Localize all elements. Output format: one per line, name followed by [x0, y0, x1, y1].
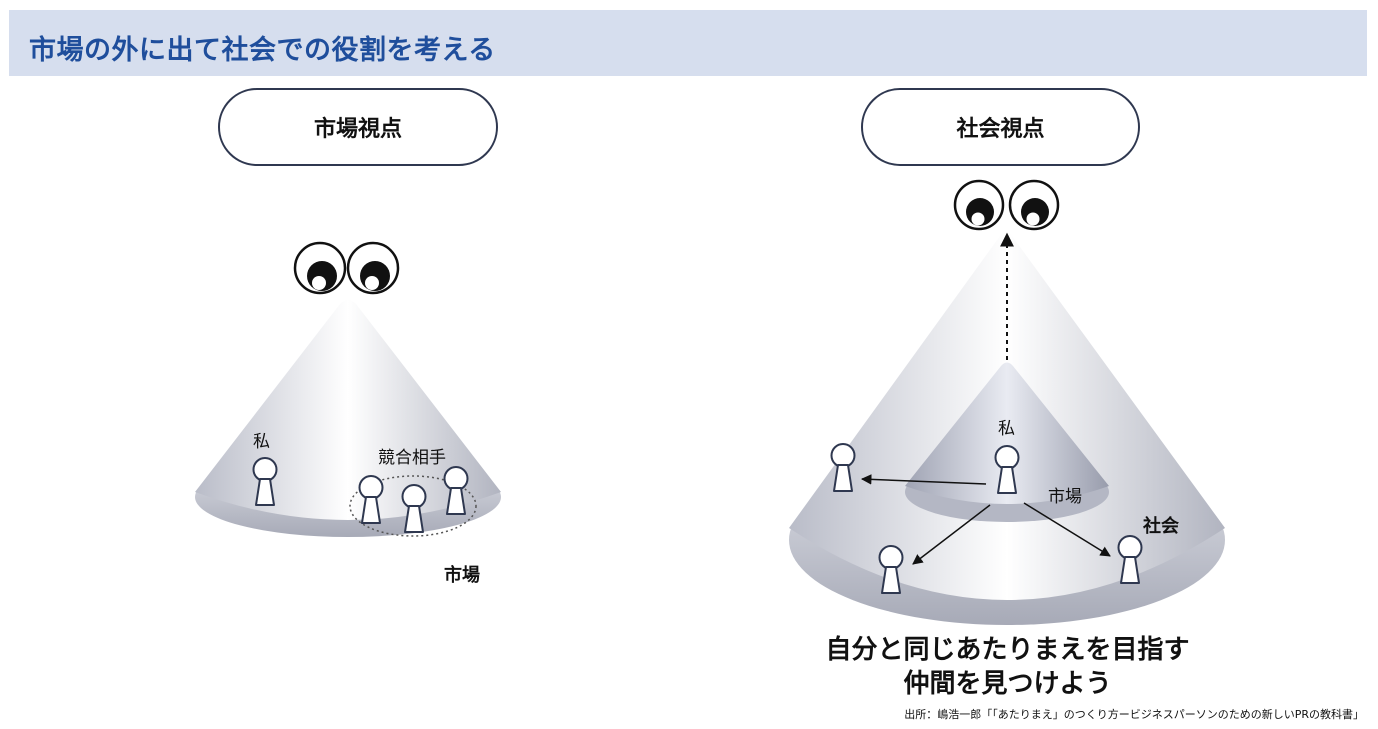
competitors-label: 競合相手 — [378, 448, 446, 468]
header-bar: 市場の外に出て社会での役割を考える — [9, 10, 1367, 76]
left-me-label: 私 — [253, 432, 270, 452]
reach-arrow — [912, 504, 991, 565]
left-eye-icon — [293, 241, 347, 295]
society-eyes — [953, 179, 1060, 231]
key-message: 自分と同じあたりまえを目指す 仲間を見つけよう — [780, 633, 1235, 701]
left-market-label: 市場 — [444, 565, 480, 586]
society-label: 社会 — [1143, 516, 1179, 537]
right-eye-icon — [346, 241, 400, 295]
right-market-label: 市場 — [1048, 487, 1082, 507]
key-message-line2: 仲間を見つけよう — [903, 669, 1112, 699]
page-title: 市場の外に出て社会での役割を考える — [29, 35, 496, 66]
right-eye-icon — [1008, 179, 1060, 231]
source-citation: 出所：嶋浩一郎「「あたりまえ」のつくり方ービジネスパーソンのための新しいPRの教… — [904, 708, 1364, 721]
society-view-label: 社会視点 — [861, 88, 1140, 166]
market-view-label: 市場視点 — [218, 88, 498, 166]
competitor-group-outline — [349, 475, 477, 537]
left-eye-icon — [953, 179, 1005, 231]
market-eyes — [293, 241, 400, 295]
right-me-label: 私 — [998, 419, 1015, 439]
key-message-line1: 自分と同じあたりまえを目指す — [825, 635, 1190, 665]
reach-arrow — [860, 474, 987, 485]
reach-arrow — [1023, 502, 1111, 557]
